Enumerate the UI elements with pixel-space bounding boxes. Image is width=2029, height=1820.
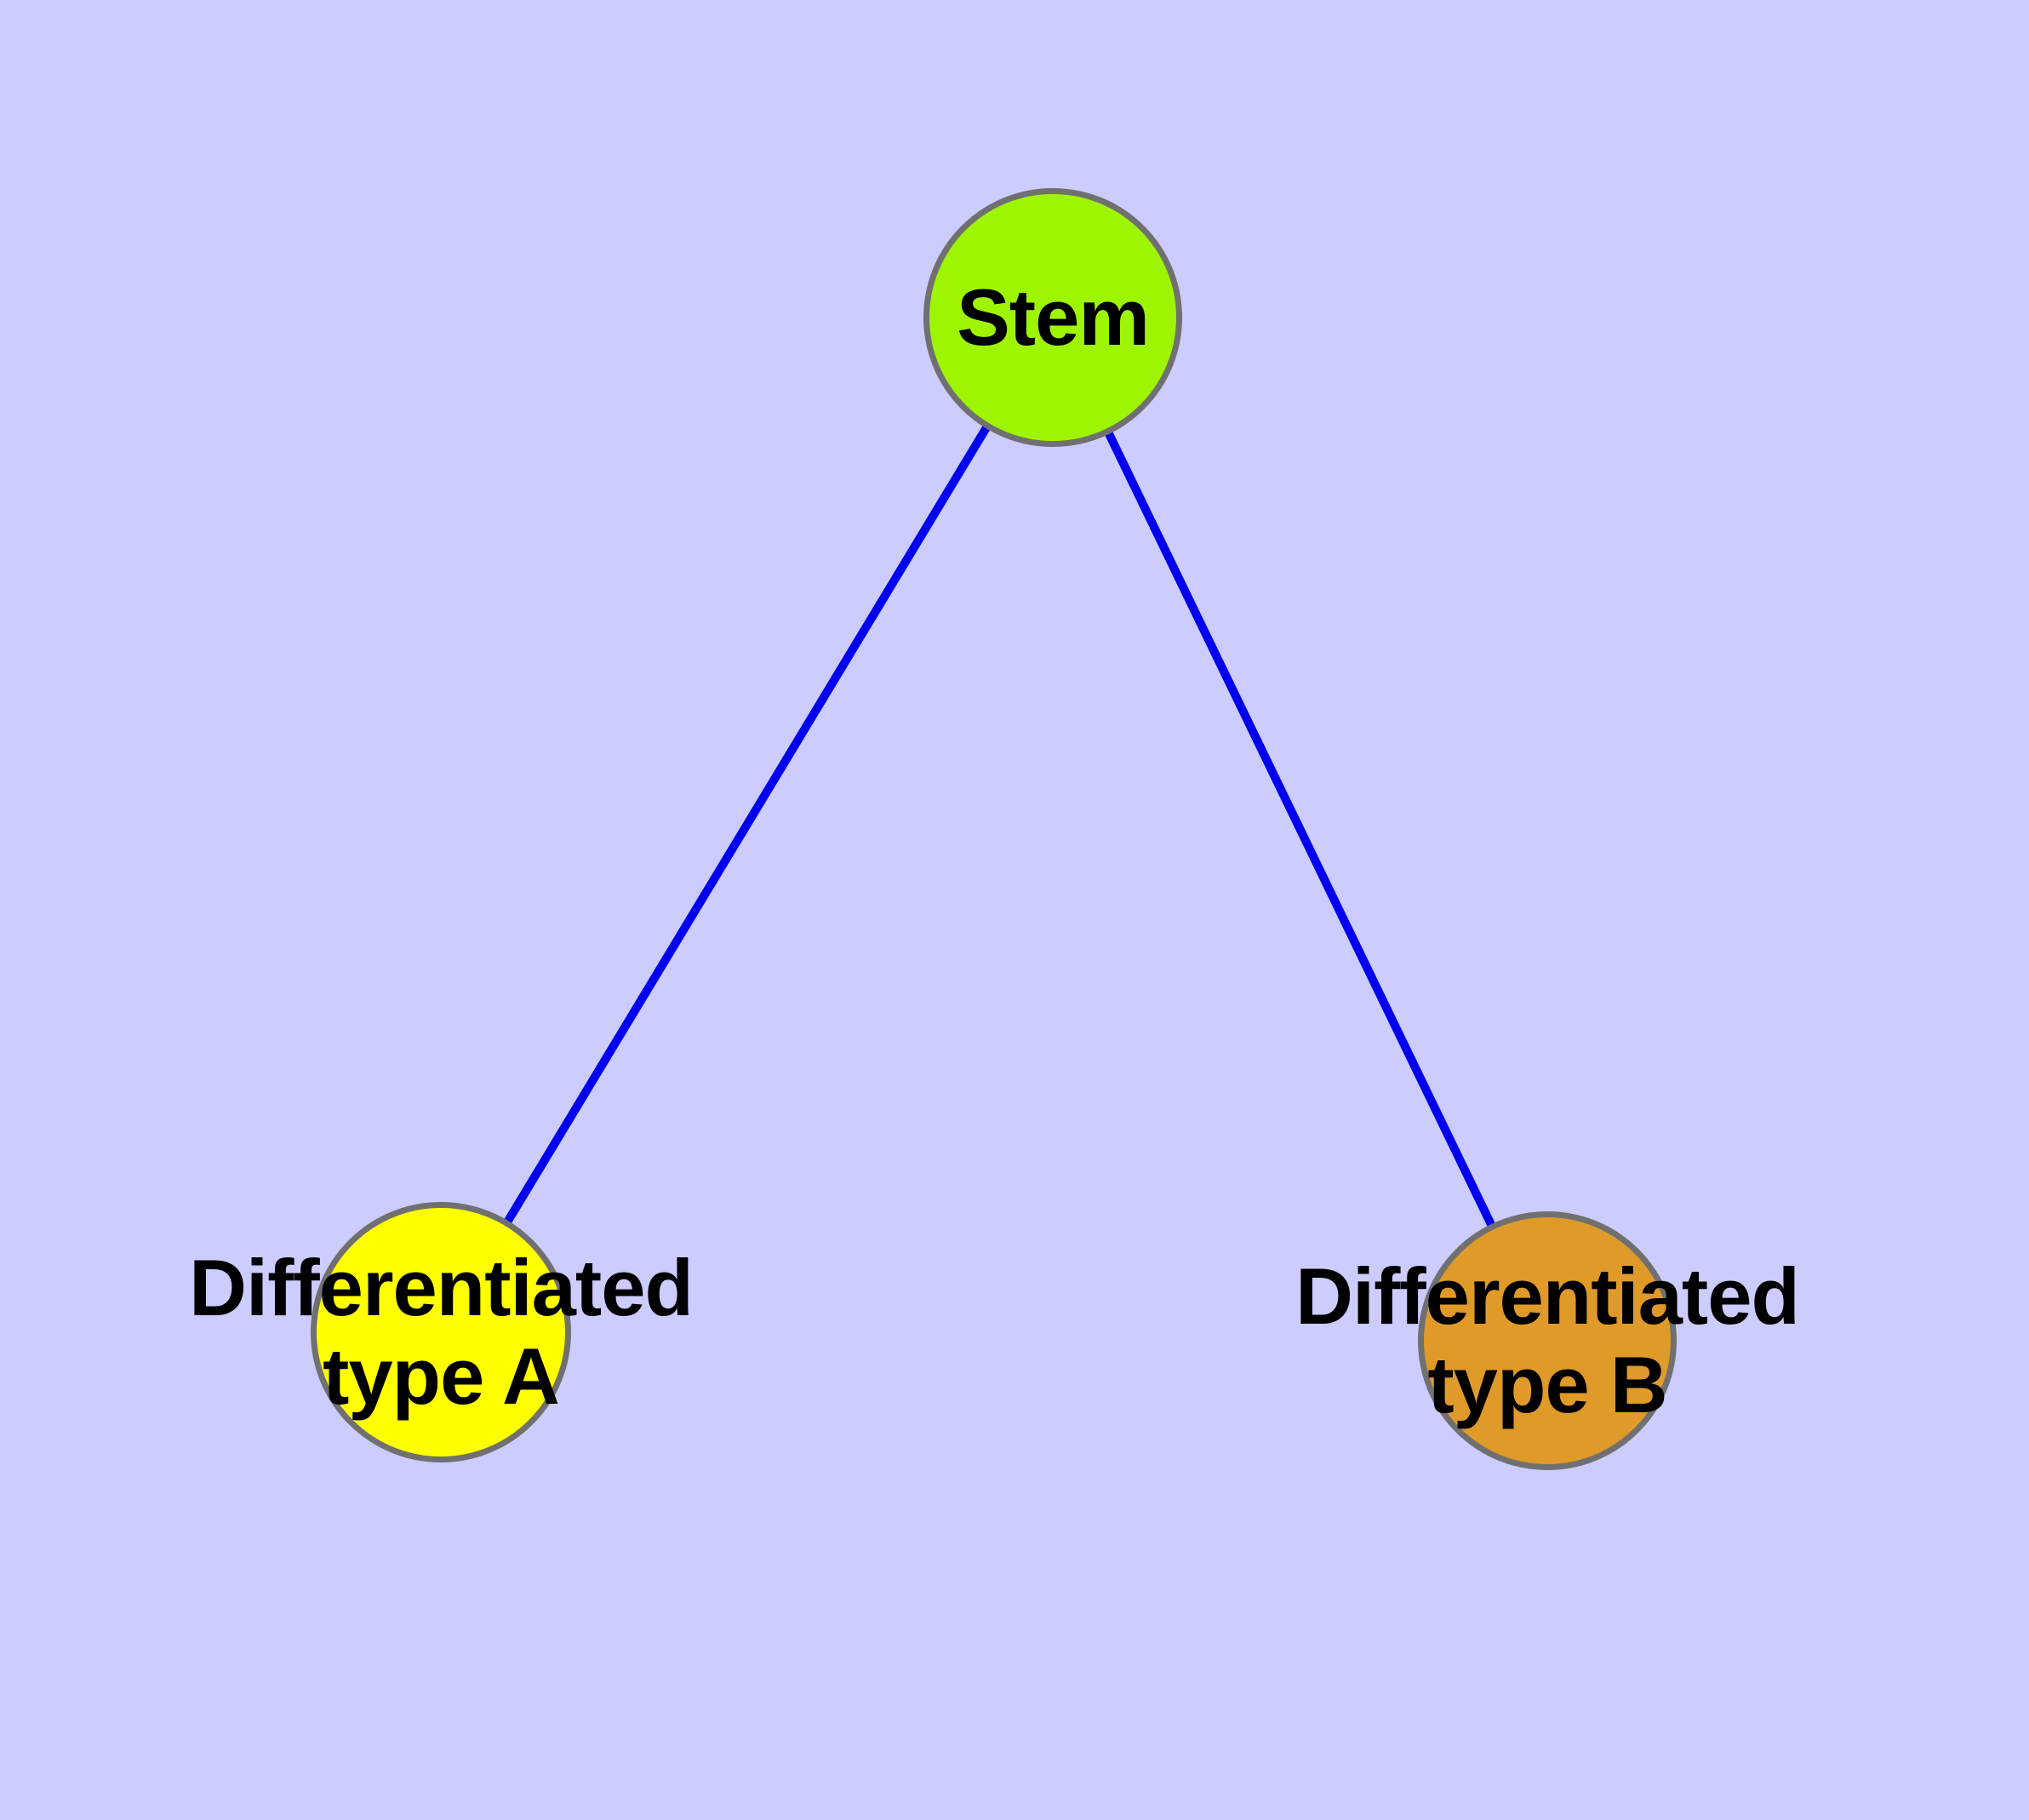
graph-edge-stem-to-diff-a[interactable] [503,424,991,1225]
graph-edge-stem-to-diff-b[interactable] [1104,430,1496,1228]
edges-group [503,424,1496,1228]
graph-node-diff-a[interactable] [311,1202,571,1462]
graph-node-diff-b[interactable] [1418,1211,1677,1470]
graph-node-stem[interactable] [923,188,1182,447]
